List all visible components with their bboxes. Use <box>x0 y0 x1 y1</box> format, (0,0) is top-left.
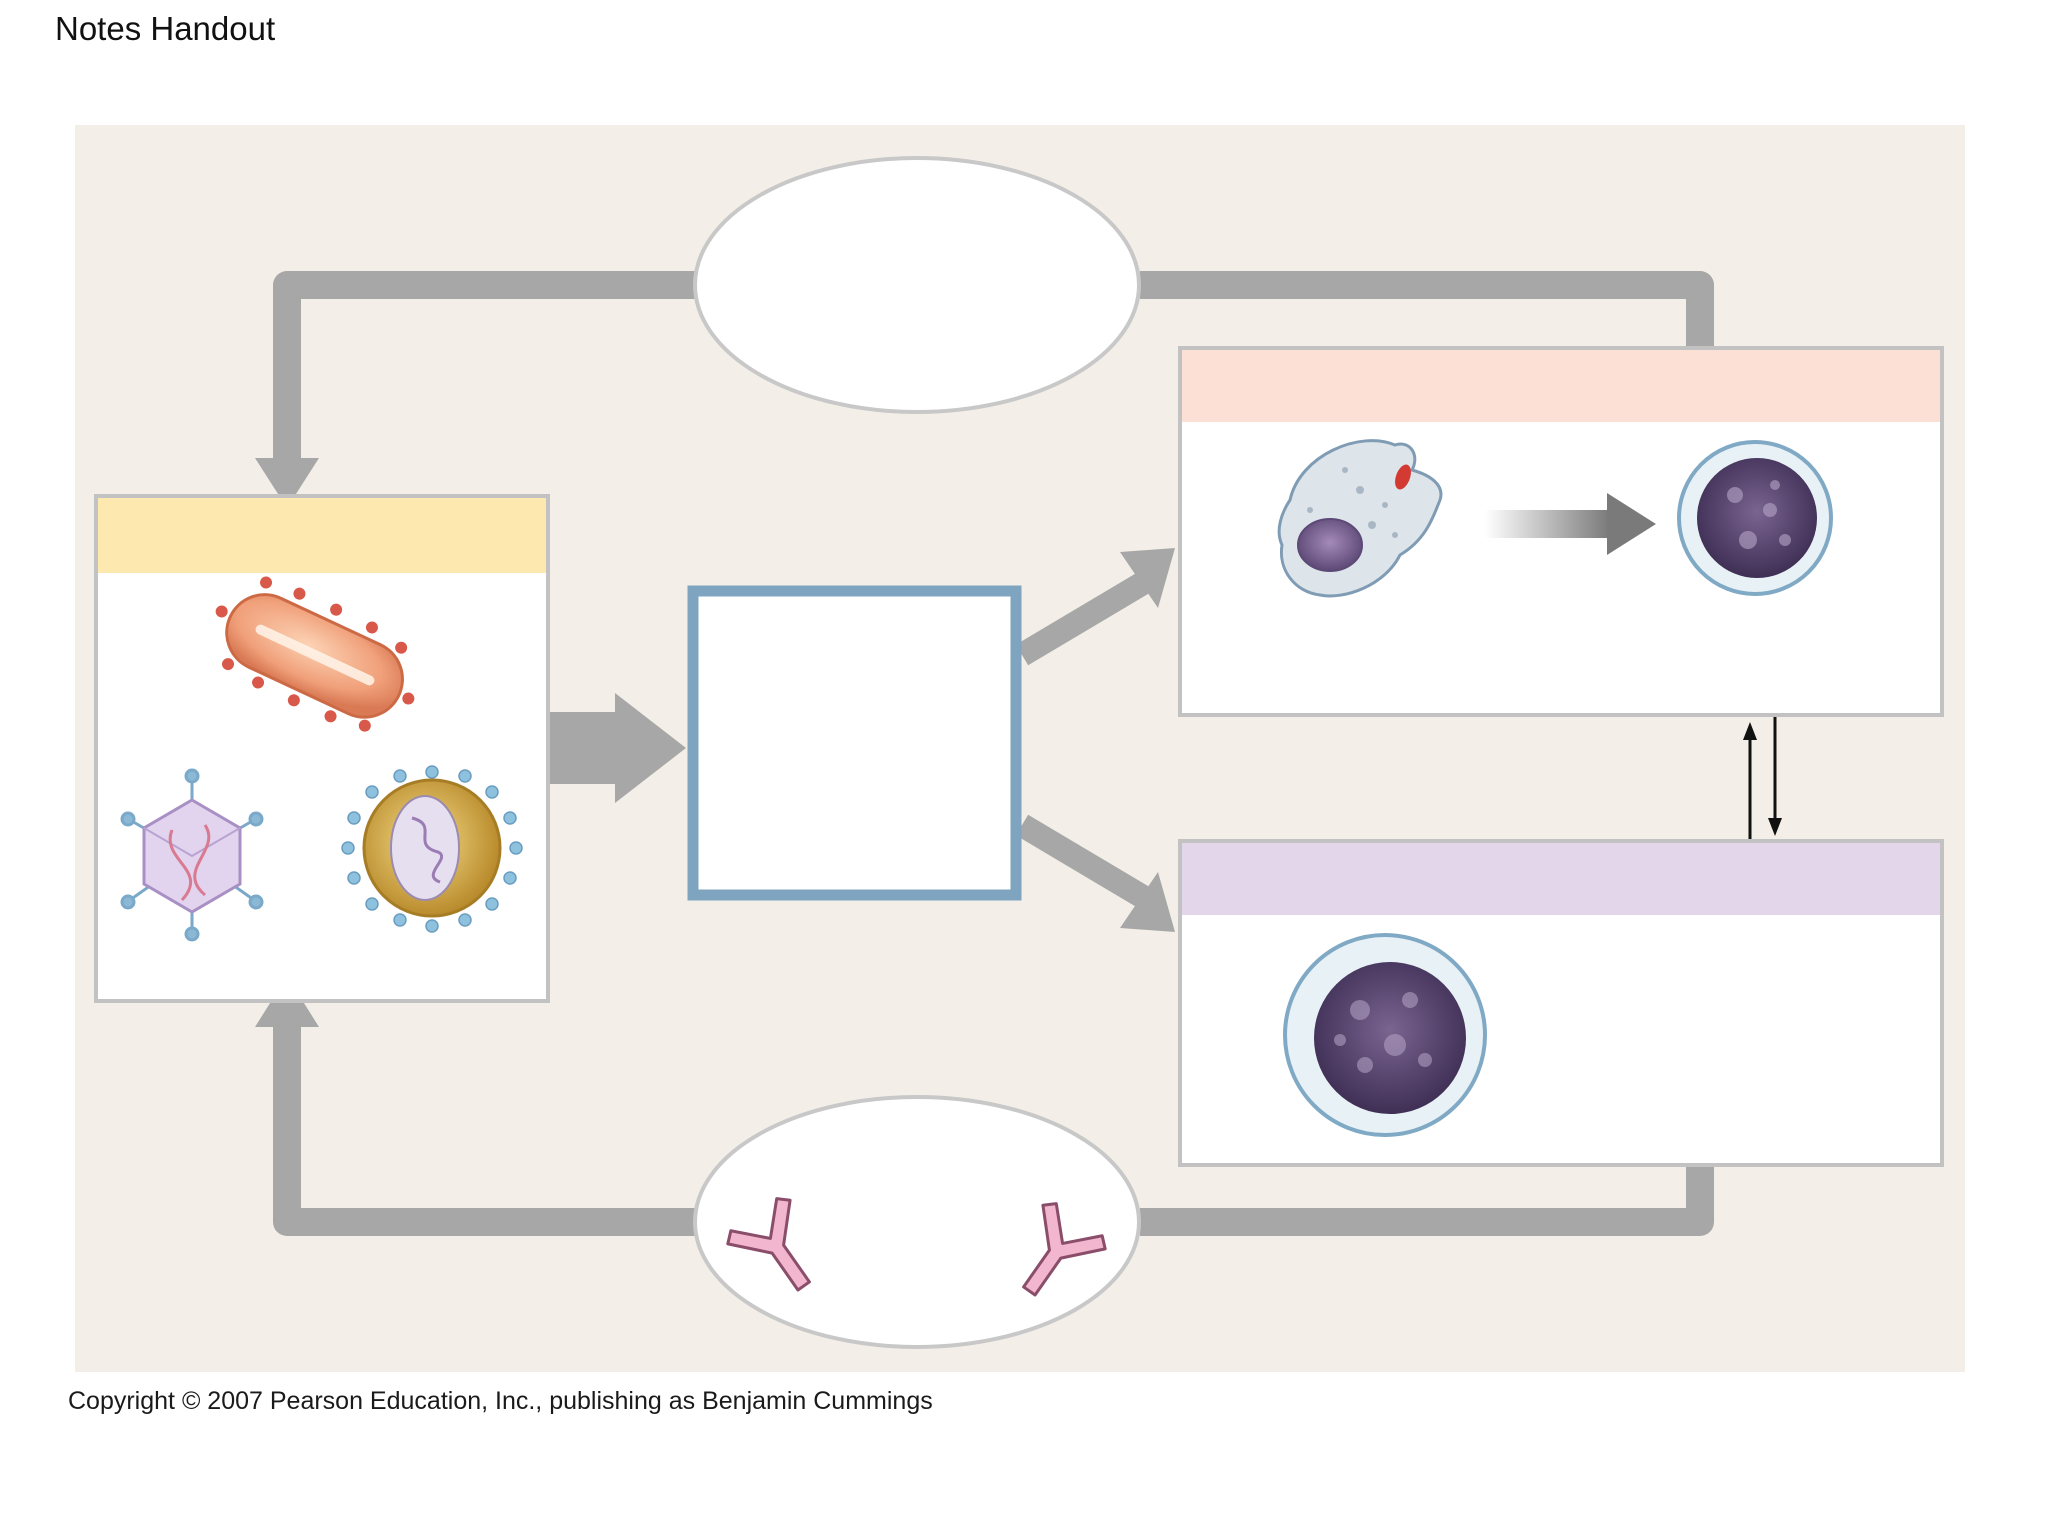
enveloped-virus-icon <box>341 765 523 933</box>
antibody-icon <box>726 1197 811 1292</box>
arrow-pathogens-to-center <box>548 693 686 803</box>
pathogen-box-header <box>98 498 546 573</box>
pathogen-box <box>94 494 550 1003</box>
top-right-box-header <box>1182 350 1940 422</box>
bacterium-icon <box>215 576 415 732</box>
copyright-notice: Copyright © 2007 Pearson Education, Inc.… <box>68 1387 933 1415</box>
exchange-arrows <box>1743 717 1782 840</box>
lymphocyte-icon <box>1283 933 1487 1137</box>
fade-arrow-icon <box>1485 493 1656 555</box>
arrow-center-to-bottom-right-head <box>1120 872 1175 932</box>
macrophage-icon <box>1277 439 1443 598</box>
adenovirus-icon <box>120 768 264 942</box>
top-connector-line <box>273 271 1714 460</box>
bottom-right-box-header <box>1182 843 1940 915</box>
arrow-down-to-pathogens <box>255 458 319 508</box>
arrow-center-to-bottom-right-shaft <box>1015 814 1150 908</box>
bottom-connector-line <box>273 1025 1714 1236</box>
bottom-ellipse <box>693 1095 1141 1349</box>
lymphocyte-icon <box>1677 440 1833 596</box>
arrow-center-to-top-right-head <box>1120 548 1175 608</box>
page-title: Notes Handout <box>55 10 276 47</box>
top-ellipse-blank <box>693 156 1141 414</box>
center-box-blank <box>687 585 1022 901</box>
antibody-icon <box>1022 1202 1107 1297</box>
arrow-center-to-top-right-shaft <box>1015 572 1150 666</box>
